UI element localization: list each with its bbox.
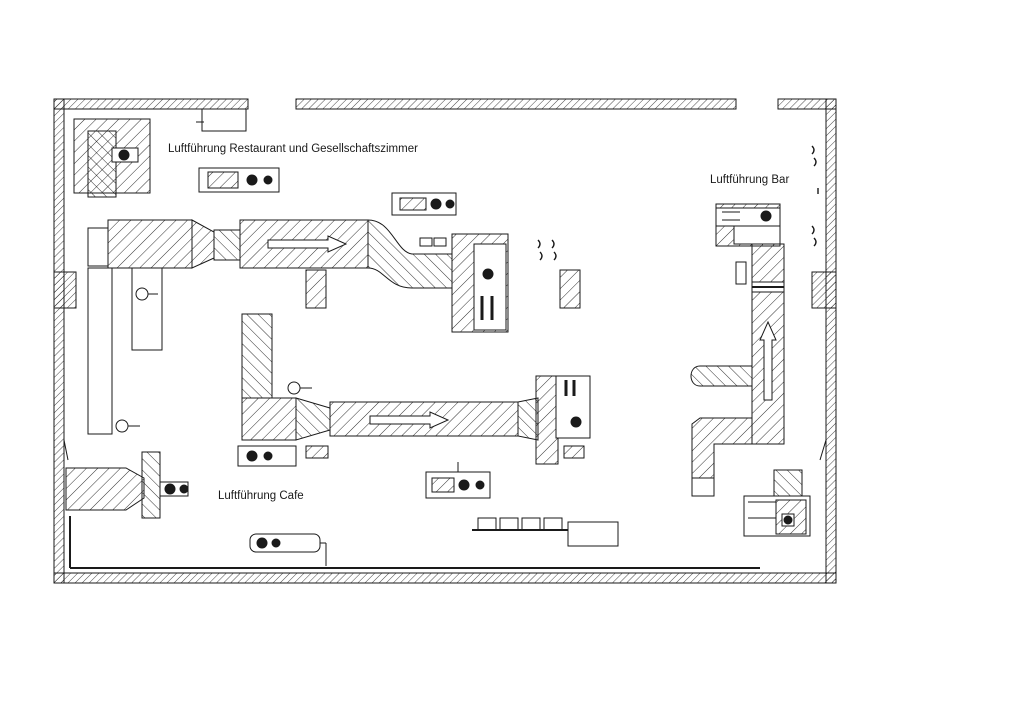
bar-inner-box: [733, 225, 781, 245]
center-ahu-motor: [475, 480, 485, 490]
cafe-ahu-center: [425, 462, 491, 499]
symbol-2: [551, 239, 557, 261]
cafe-unit-fan: [570, 416, 582, 428]
ahu-mid-filter: [399, 197, 427, 211]
cafe-ahu-fan: [246, 450, 258, 462]
pillar-4: [563, 445, 585, 459]
duct-transition-1: [191, 219, 215, 269]
left-riser-diffuser-2: [115, 419, 129, 433]
left-riser-diffuser-1: [135, 287, 149, 301]
wall-top-left: [53, 98, 249, 110]
intake-fan: [164, 483, 176, 495]
intake-filter: [141, 451, 161, 519]
ahu-upper-filter: [207, 171, 239, 189]
bar-branch: [690, 365, 753, 387]
left-riser-box: [131, 267, 163, 351]
restaurant-unit-housing: [473, 243, 507, 331]
bottom-large-box: [567, 521, 619, 547]
center-ahu-filter: [431, 477, 455, 493]
center-ahu-fan: [458, 479, 470, 491]
bottom-row-units: [472, 517, 619, 547]
diffuser-symbols: [537, 145, 819, 261]
duct-bend: [367, 219, 453, 289]
left-riser: [87, 267, 163, 435]
cafe-ahu-motor: [263, 451, 273, 461]
cafe-main-duct: [241, 313, 591, 465]
br-top-block: [773, 469, 803, 497]
restaurant-main-duct: [87, 219, 509, 333]
ahu-upper-motor: [263, 175, 273, 185]
bottom-box-1: [477, 517, 497, 531]
top-left-fan-wheel: [118, 149, 130, 161]
top-left-unit: [73, 108, 247, 198]
top-left-inner-block: [87, 130, 117, 198]
wall-bottom: [53, 572, 837, 584]
symbol-3: [811, 145, 817, 167]
column-notch-left: [63, 439, 69, 461]
bottom-ahu-fan: [256, 537, 268, 549]
bottom-box-2: [499, 517, 519, 531]
cafe-ahu-bottom: [249, 533, 327, 566]
left-riser-duct: [87, 267, 113, 435]
cafe-unit-block: [535, 375, 559, 465]
restaurant-ahu-upper: [198, 167, 280, 193]
cafe-riser-base: [241, 397, 297, 441]
bottom-left-intake: [65, 451, 760, 569]
small-box-1: [419, 237, 433, 247]
outer-walls: [53, 98, 837, 584]
column-notch-right: [819, 439, 827, 461]
bar-elbow: [691, 417, 753, 481]
pillar-3: [305, 445, 329, 459]
intake-hood: [65, 467, 145, 511]
duct-damper: [213, 229, 241, 261]
cafe-flow-arrow: [369, 411, 450, 429]
cafe-transition-2: [517, 397, 539, 441]
duct-flow-arrow: [267, 235, 348, 253]
bottom-box-3: [521, 517, 541, 531]
intake-motor: [179, 484, 189, 494]
label-cafe-airflow: Luftführung Cafe: [218, 490, 304, 502]
ahu-mid-motor: [445, 199, 455, 209]
br-fan: [783, 515, 793, 525]
duct-intake-hood: [87, 227, 109, 267]
bar-side-box: [735, 261, 747, 285]
cafe-diffuser: [287, 381, 301, 395]
label-bar-airflow: Luftführung Bar: [710, 174, 790, 186]
duct-section-1: [107, 219, 193, 269]
cafe-transition: [295, 397, 331, 441]
bar-outlet: [691, 477, 715, 497]
cafe-ahu-left: [237, 445, 297, 467]
wall-left: [53, 98, 65, 584]
column-left: [53, 271, 77, 309]
restaurant-unit-fan: [482, 268, 494, 280]
wall-right: [825, 98, 837, 584]
wall-top-middle: [295, 98, 737, 110]
top-wall-box: [201, 108, 247, 132]
ahu-upper-fan: [246, 174, 258, 186]
bar-ahu-fan: [760, 210, 772, 222]
bar-flow-arrow: [759, 320, 777, 401]
pillar-1: [305, 269, 327, 309]
bottom-ahu-motor: [271, 538, 281, 548]
bottom-right-unit: [743, 469, 811, 537]
cafe-riser: [241, 313, 273, 399]
small-box-2: [433, 237, 447, 247]
bar-system: [690, 203, 785, 497]
pillar-2: [559, 269, 581, 309]
ahu-mid-fan: [430, 198, 442, 210]
label-restaurant-airflow: Luftführung Restaurant und Gesellschafts…: [168, 143, 418, 155]
symbol-4: [811, 225, 817, 247]
bottom-box-4: [543, 517, 563, 531]
symbol-1: [537, 239, 543, 261]
column-right: [811, 271, 837, 309]
restaurant-ahu-mid: [391, 192, 457, 216]
